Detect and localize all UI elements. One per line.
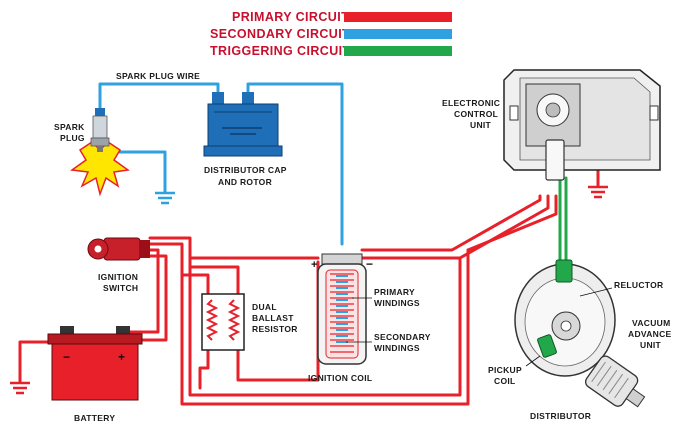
spark-plug-ground-wire [106, 150, 167, 194]
ballast-resistor-icon [201, 293, 245, 351]
battery-ground-icon [10, 381, 30, 395]
distributor-cap-label-1: DISTRIBUTOR CAP [204, 165, 287, 175]
ignition-coil-icon: + − [311, 253, 373, 365]
distributor-cap-icon [203, 92, 283, 157]
ignition-coil-label: IGNITION COIL [308, 373, 372, 383]
pickup-coil-label-1: PICKUP [488, 365, 522, 375]
ballast-out-wire [198, 346, 210, 390]
pickup-coil-leader [525, 355, 541, 367]
svg-text:+: + [311, 259, 317, 271]
switch-to-battery-wire [128, 248, 160, 334]
svg-text:+: + [118, 350, 125, 364]
primary-windings-label-1: PRIMARY [374, 287, 415, 297]
ecu-icon [503, 69, 661, 181]
ignition-switch-label-2: SWITCH [103, 283, 138, 293]
spark-plug-wire [98, 82, 220, 114]
ignition-switch-icon [87, 237, 150, 261]
ecu-feed-wire [466, 194, 558, 252]
switch-bus-inner [148, 236, 462, 397]
distributor-cap-label-2: AND ROTOR [218, 177, 272, 187]
ballast-feed-wire-2 [188, 265, 240, 297]
reluctor-label: RELUCTOR [614, 280, 663, 290]
coil-negative-to-ecu-2 [360, 194, 542, 252]
spark-plug-wire-label: SPARK PLUG WIRE [116, 71, 200, 81]
ballast-feed-wire [180, 273, 210, 297]
distributor-icon [514, 259, 646, 408]
coil-negative-to-ecu [360, 194, 550, 260]
ecu-ground-icon [588, 185, 608, 199]
secondary-windings-label-1: SECONDARY [374, 332, 431, 342]
coil-high-tension-wire [246, 82, 344, 246]
spark-plug-label-2: PLUG [60, 133, 85, 143]
spark-plug-icon [70, 108, 130, 197]
vacuum-label-3: UNIT [640, 340, 662, 350]
vacuum-label-1: VACUUM [632, 318, 670, 328]
pickup-coil-label-2: COIL [494, 376, 516, 386]
battery-ground-wire [18, 340, 52, 384]
ballast-label-3: RESISTOR [252, 324, 298, 334]
ecu-label-1: ELECTRONIC [442, 98, 500, 108]
secondary-windings-label-2: WINDINGS [374, 343, 420, 353]
legend-primary-label: PRIMARY CIRCUIT [232, 10, 349, 24]
legend-secondary-swatch [344, 29, 452, 39]
switch-to-battery-wire-2 [128, 254, 168, 342]
legend-secondary-label: SECONDARY CIRCUIT [210, 27, 350, 41]
svg-text:−: − [366, 257, 373, 271]
spark-plug-label-1: SPARK [54, 122, 85, 132]
legend-triggering-label: TRIGGERING CIRCUIT [210, 44, 351, 58]
secondary-circuit-wires [98, 82, 344, 246]
ballast-label-2: BALLAST [252, 313, 294, 323]
switch-bus-outer [148, 242, 470, 406]
ground-icon [155, 191, 175, 205]
reluctor-leader [579, 287, 613, 297]
legend-triggering-swatch [344, 46, 452, 56]
ecu-label-3: UNIT [470, 120, 492, 130]
svg-text:−: − [63, 350, 70, 364]
battery-icon: − + [47, 326, 143, 401]
vacuum-label-2: ADVANCE [628, 329, 672, 339]
primary-windings-label-2: WINDINGS [374, 298, 420, 308]
ballast-label-1: DUAL [252, 302, 277, 312]
distributor-label: DISTRIBUTOR [530, 411, 591, 421]
ecu-label-2: CONTROL [454, 109, 498, 119]
battery-label: BATTERY [74, 413, 115, 423]
ignition-switch-label-1: IGNITION [98, 272, 138, 282]
legend: PRIMARY CIRCUIT SECONDARY CIRCUIT TRIGGE… [210, 10, 452, 58]
legend-primary-swatch [344, 12, 452, 22]
